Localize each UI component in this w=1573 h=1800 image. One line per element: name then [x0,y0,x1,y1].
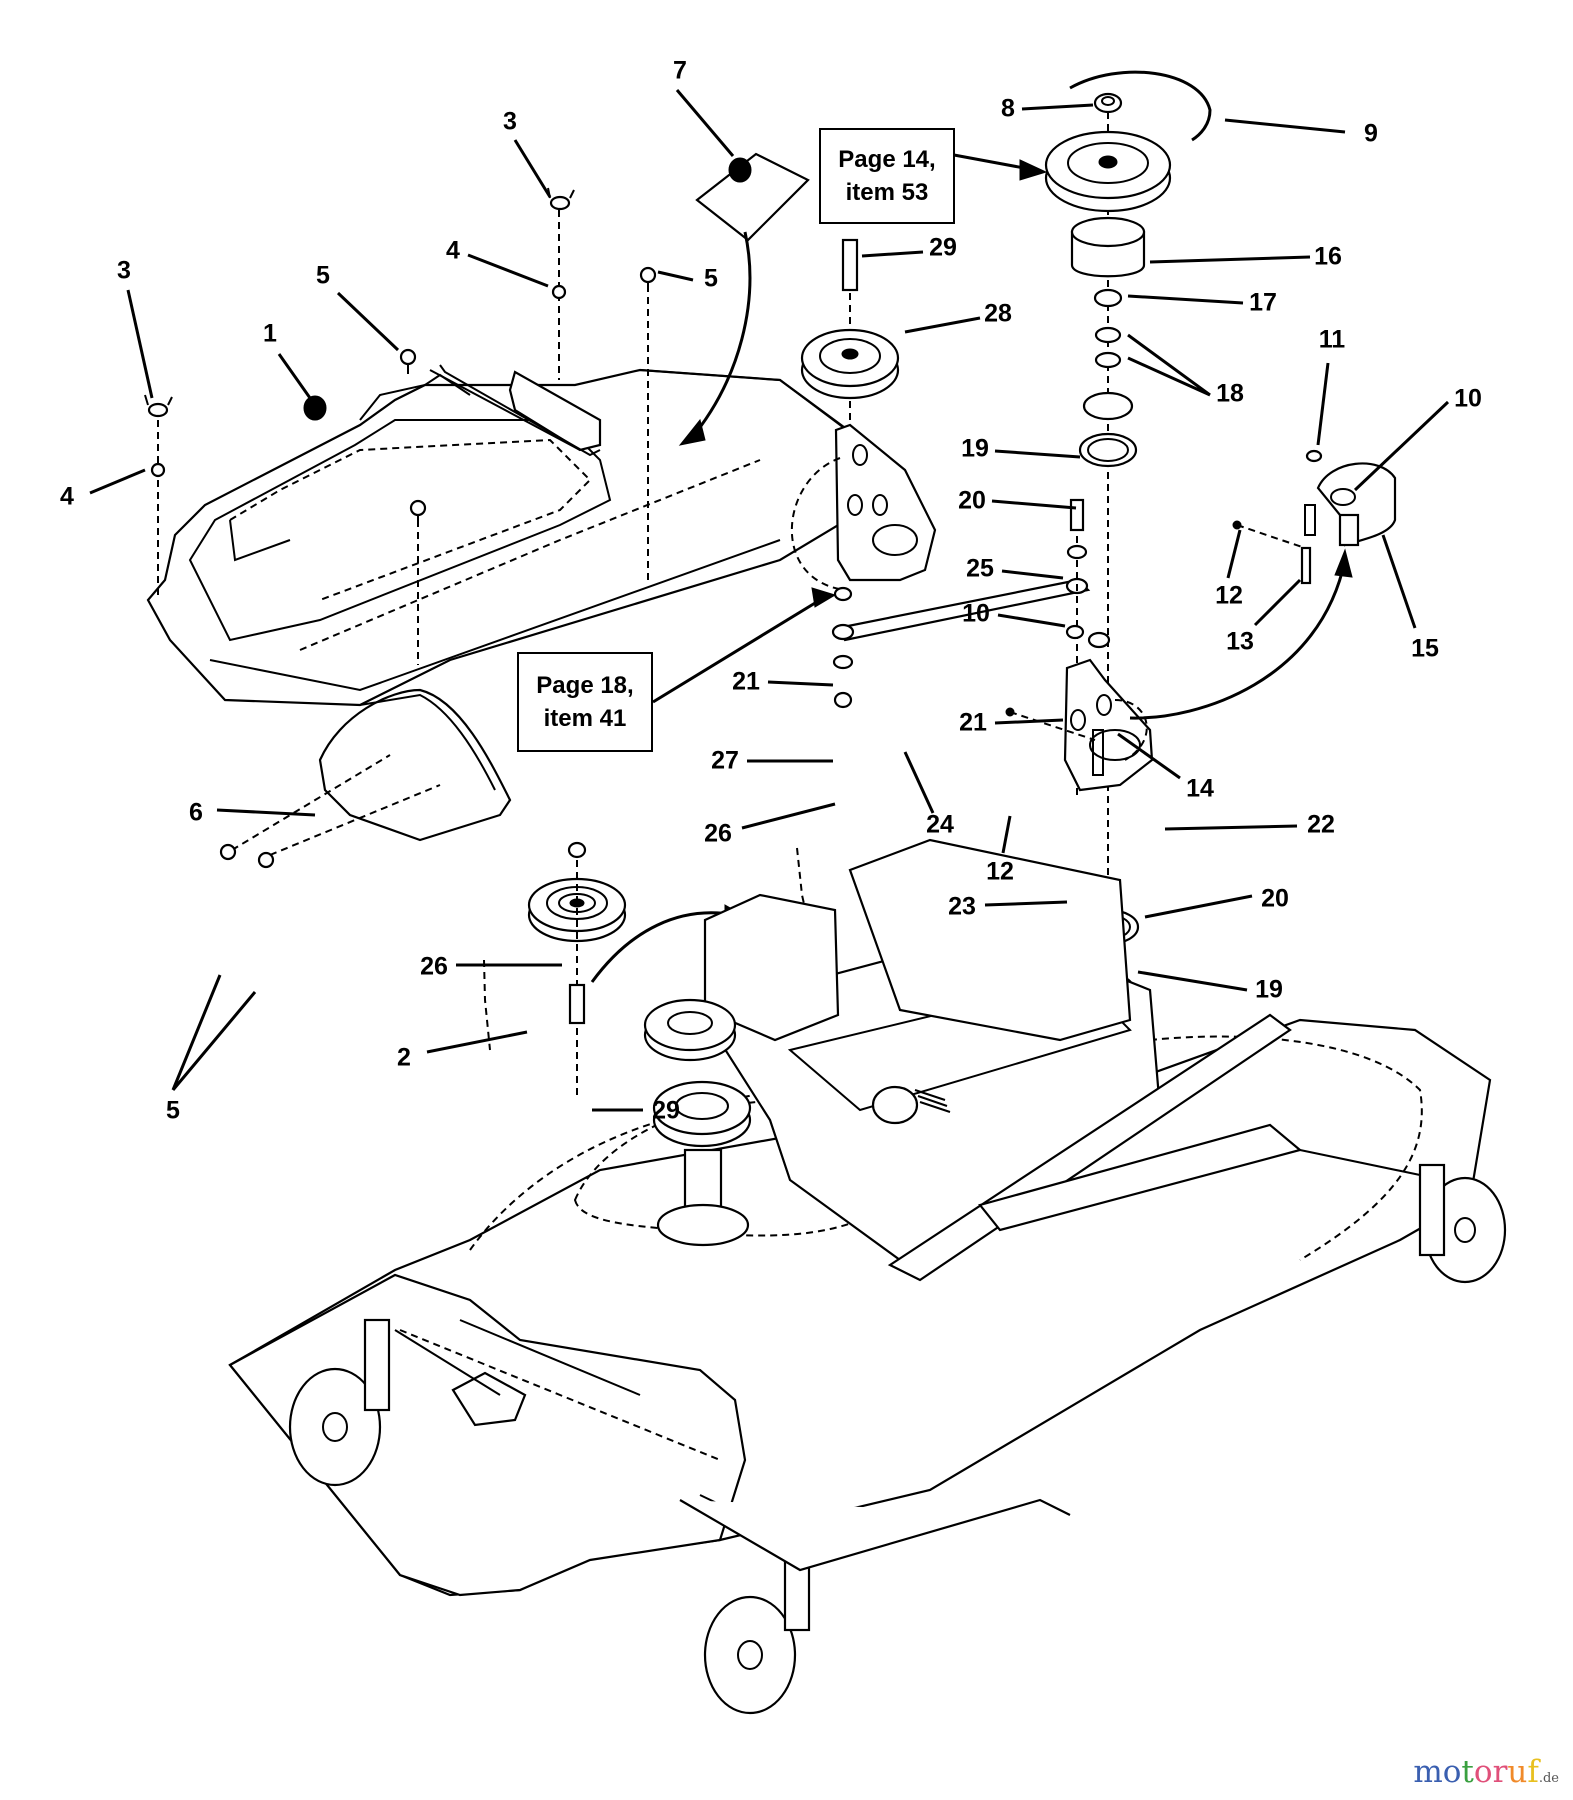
logo-letter: m [1413,1754,1443,1790]
reference-line-1: Page 14, [838,146,936,173]
screw-icon [639,266,657,292]
nut-icon [1065,624,1085,640]
callout-13: 13 [1226,627,1254,656]
callout-9: 9 [1364,119,1378,148]
callout-12: 12 [986,857,1014,886]
retaining-ring-icon [1082,391,1134,421]
belt-keeper-part [1304,462,1397,547]
callout-17: 17 [1249,288,1277,317]
callout-29: 29 [652,1096,680,1125]
callout-3: 3 [117,256,131,285]
idler-bracket-part [790,423,937,591]
callout-26: 26 [420,952,448,981]
callout-21: 21 [959,708,987,737]
deck-emblem [451,1371,527,1427]
callout-8: 8 [1001,94,1015,123]
logo-letter: u [1507,1754,1528,1790]
wing-nut-icon [547,187,575,211]
callout-23: 23 [948,892,976,921]
screw-icon [399,348,417,374]
logo-letter: o [1473,1754,1493,1790]
logo-letter: f [1527,1754,1539,1790]
washer-icon [1305,449,1323,463]
callout-22: 22 [1307,810,1335,839]
callout-4: 4 [446,236,460,265]
washer-icon [1087,631,1111,649]
decal-part [678,152,810,446]
callout-29: 29 [929,233,957,262]
washer-icon [150,462,166,478]
callout-20: 20 [958,486,986,515]
bearing-icon [1094,326,1122,344]
reference-line-2: item 41 [543,705,627,732]
reference-line-1: Page 18, [536,672,634,699]
callout-19: 19 [961,434,989,463]
callout-27: 27 [711,746,739,775]
bolt-icon [1069,498,1085,532]
callout-7: 7 [673,56,687,85]
washer-icon [832,654,854,670]
callout-11: 11 [1318,325,1346,354]
callout-2: 2 [397,1043,411,1072]
nut-icon [833,691,853,709]
screw-icon [257,851,275,869]
callout-5: 5 [316,261,330,290]
callout-6: 6 [189,798,203,827]
callout-5: 5 [166,1096,180,1125]
callout-3: 3 [503,107,517,136]
callout-10: 10 [962,599,990,628]
callout-10: 10 [1454,384,1482,413]
decal-dot-icon [303,395,327,421]
callout-19: 19 [1255,975,1283,1004]
logo-letter: t [1461,1754,1474,1790]
callout-1: 1 [263,319,277,348]
mower-deck-part [228,838,1507,1715]
logo-letter: r [1492,1754,1508,1790]
callout-18: 18 [1216,379,1244,408]
callout-21: 21 [732,667,760,696]
callout-26: 26 [704,819,732,848]
screw-icon [219,843,237,861]
nut-icon [1093,92,1123,114]
pivot-bracket-part [1005,658,1154,792]
logo-letter: o [1442,1754,1462,1790]
washer-icon [1066,544,1088,560]
callout-24: 24 [926,810,954,839]
callout-25: 25 [966,554,994,583]
drive-pulley-part [1044,130,1172,213]
reference-line-2: item 53 [845,179,929,206]
callout-15: 15 [1411,634,1439,663]
screw-icon [409,499,427,525]
callout-12: 12 [1215,581,1243,610]
watermark-logo: motoruf.de [1413,1754,1559,1790]
pin-icon [1300,546,1312,585]
callout-20: 20 [1261,884,1289,913]
logo-tld: .de [1538,1771,1559,1786]
reference-box-page-14: Page 14, item 53 [819,128,955,224]
bearing-icon [1094,351,1122,369]
callout-16: 16 [1314,242,1342,271]
bearing-icon [1093,288,1123,308]
spacer-part [1070,216,1146,278]
washer-icon [551,284,567,300]
wing-nut-icon [144,394,173,418]
nut-icon [833,586,853,602]
leader-lines [89,89,1450,1112]
callout-14: 14 [1186,774,1214,803]
callout-28: 28 [984,299,1012,328]
assembly-arrow [1129,559,1347,720]
callout-5: 5 [704,264,718,293]
reference-box-page-18: Page 18, item 41 [517,652,653,752]
belt-guide-part [1069,70,1212,142]
callout-4: 4 [60,482,74,511]
small-cover-part [219,688,512,869]
